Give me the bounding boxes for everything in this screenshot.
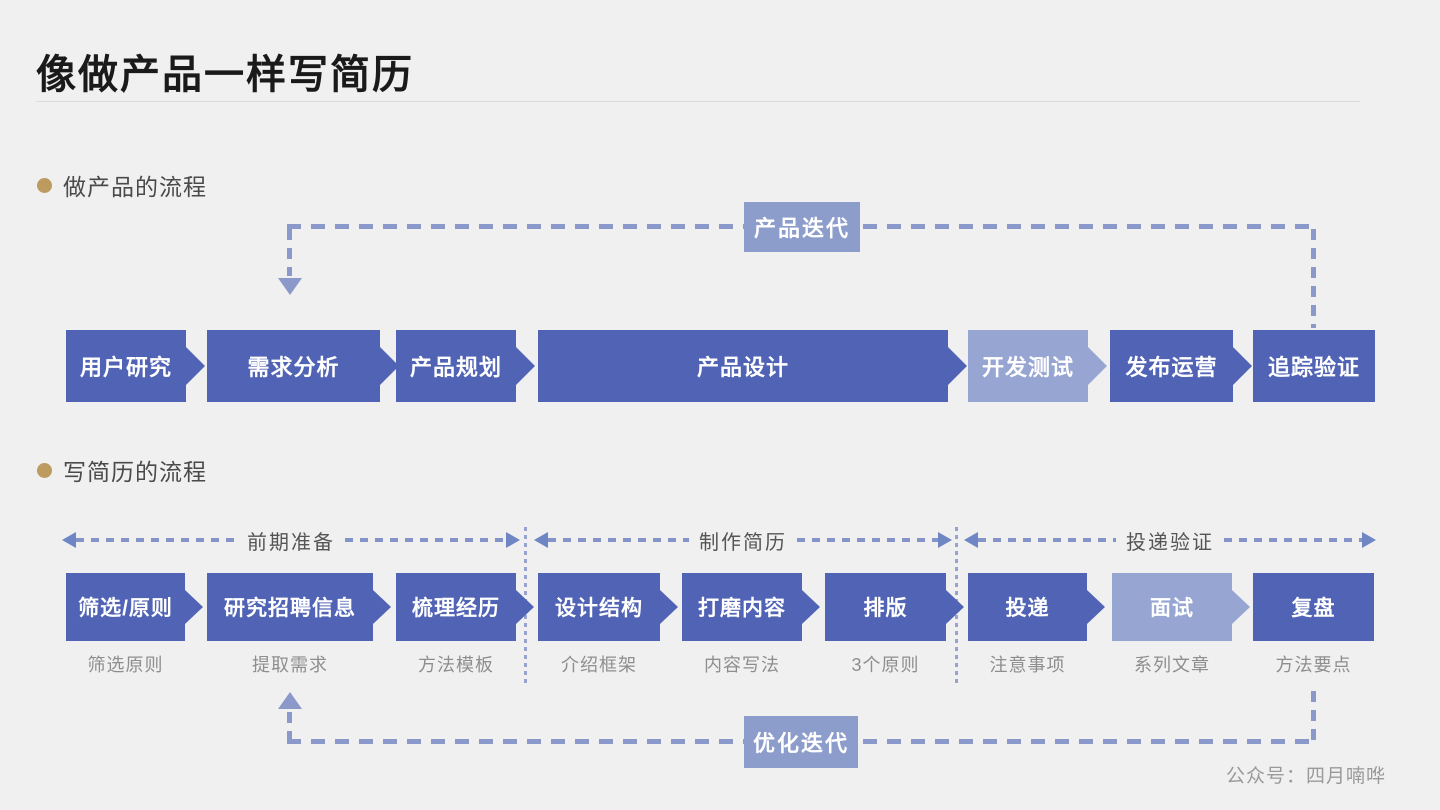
note-precautions: 注意事项 bbox=[989, 655, 1066, 675]
resume-step-research-job-postings: 研究招聘信息 bbox=[207, 573, 373, 641]
note-method-templates: 方法模板 bbox=[418, 655, 494, 675]
product-step-tracking-validation: 追踪验证 bbox=[1253, 330, 1375, 402]
phase-dash bbox=[1224, 538, 1362, 542]
phase-build-resume: 制作简历 bbox=[534, 530, 952, 554]
phase-dash bbox=[797, 538, 938, 542]
arrow-down-icon bbox=[278, 278, 302, 295]
product-step-product-planning: 产品规划 bbox=[396, 330, 516, 402]
arrow-left-icon bbox=[534, 532, 548, 548]
product-step-launch-operations: 发布运营 bbox=[1110, 330, 1233, 402]
note-article-series: 系列文章 bbox=[1134, 655, 1210, 675]
resume-step-organize-experience: 梳理经历 bbox=[396, 573, 516, 641]
arrow-up-icon bbox=[278, 692, 302, 709]
resume-loop-left-vertical-dash bbox=[287, 712, 292, 740]
resume-step-layout: 排版 bbox=[825, 573, 946, 641]
arrow-left-icon bbox=[62, 532, 76, 548]
section-product-flow-header: 做产品的流程 bbox=[37, 168, 207, 202]
phase-dash bbox=[345, 538, 506, 542]
phase-label: 投递验证 bbox=[1126, 531, 1214, 554]
resume-step-screening-principles: 筛选/原则 bbox=[66, 573, 185, 641]
resume-loop-label: 优化迭代 bbox=[744, 716, 858, 768]
bullet-icon bbox=[37, 462, 52, 478]
note-method-points: 方法要点 bbox=[1275, 655, 1352, 675]
product-step-product-design: 产品设计 bbox=[538, 330, 948, 402]
product-loop-right-vertical-dash bbox=[1311, 229, 1316, 328]
product-loop-label: 产品迭代 bbox=[744, 202, 860, 252]
section-heading: 写简历的流程 bbox=[63, 459, 207, 485]
resume-step-polish-content: 打磨内容 bbox=[682, 573, 802, 641]
arrow-right-icon bbox=[506, 532, 520, 548]
product-step-requirements-analysis: 需求分析 bbox=[207, 330, 380, 402]
arrow-right-icon bbox=[1362, 532, 1376, 548]
phase-submit-validate: 投递验证 bbox=[964, 530, 1376, 554]
phase-label: 前期准备 bbox=[247, 531, 335, 554]
phase-label: 制作简历 bbox=[699, 531, 787, 554]
product-step-dev-testing: 开发测试 bbox=[968, 330, 1088, 402]
note-content-writing: 内容写法 bbox=[704, 655, 780, 675]
resume-step-design-structure: 设计结构 bbox=[538, 573, 660, 641]
section-resume-flow-header: 写简历的流程 bbox=[37, 453, 207, 487]
resume-step-submit: 投递 bbox=[968, 573, 1087, 641]
note-three-principles: 3个原则 bbox=[851, 655, 920, 675]
arrow-right-icon bbox=[938, 532, 952, 548]
resume-step-interview: 面试 bbox=[1112, 573, 1232, 641]
credit-text: 公众号：四月喃哗 bbox=[1226, 766, 1387, 787]
title-divider bbox=[36, 101, 1360, 102]
page-title: 像做产品一样写简历 bbox=[36, 53, 414, 97]
note-extract-requirements: 提取需求 bbox=[252, 655, 328, 675]
phase-preparation: 前期准备 bbox=[62, 530, 520, 554]
bullet-icon bbox=[37, 177, 52, 193]
section-heading: 做产品的流程 bbox=[63, 174, 207, 200]
phase-dash bbox=[548, 538, 689, 542]
note-intro-framework: 介绍框架 bbox=[561, 655, 637, 675]
arrow-left-icon bbox=[964, 532, 978, 548]
product-step-user-research: 用户研究 bbox=[66, 330, 186, 402]
note-screening-principles: 筛选原则 bbox=[87, 655, 164, 675]
resume-loop-right-vertical-dash bbox=[1311, 691, 1316, 740]
resume-step-review: 复盘 bbox=[1253, 573, 1374, 641]
phase-dash bbox=[76, 538, 237, 542]
phase-dash bbox=[978, 538, 1116, 542]
product-loop-left-vertical-dash bbox=[287, 229, 292, 276]
